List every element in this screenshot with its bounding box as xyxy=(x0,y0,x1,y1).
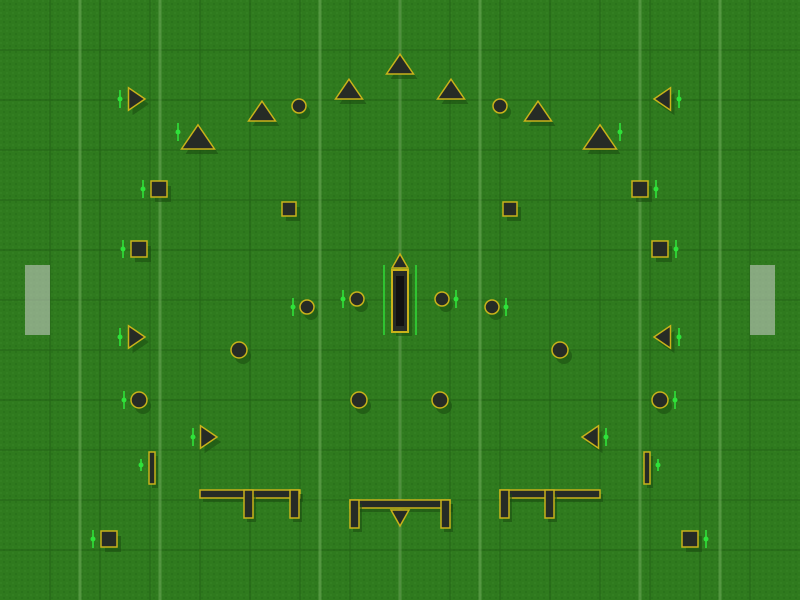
position-marker xyxy=(120,240,126,258)
position-marker xyxy=(117,90,123,108)
position-marker xyxy=(290,298,296,316)
triangle-bunker xyxy=(127,86,149,116)
cylinder-bunker xyxy=(492,98,511,119)
cylinder-bunker xyxy=(230,341,251,364)
bunkers-layer xyxy=(90,52,709,552)
position-marker xyxy=(340,290,346,308)
triangle-bunker xyxy=(652,324,675,354)
position-marker xyxy=(655,459,661,471)
square-bunker xyxy=(502,201,521,221)
snake-bunker-right-post xyxy=(499,489,512,522)
position-marker xyxy=(121,391,127,409)
triangle-bunker xyxy=(385,52,418,79)
left-start-box xyxy=(25,265,50,335)
triangle-bunker xyxy=(127,324,149,354)
square-bunker xyxy=(130,240,151,262)
center-wall-bunker-post xyxy=(440,499,453,532)
position-marker xyxy=(676,328,682,346)
position-marker xyxy=(503,298,509,316)
position-marker xyxy=(140,180,146,198)
position-marker xyxy=(117,328,123,346)
snake-bunker-left-post xyxy=(243,489,256,522)
cylinder-bunker xyxy=(130,391,151,414)
position-marker xyxy=(617,123,623,141)
position-marker xyxy=(672,391,678,409)
snake-bunker-left-post xyxy=(289,489,302,522)
position-marker xyxy=(90,530,96,548)
triangle-bunker xyxy=(523,99,556,126)
cylinder-bunker xyxy=(431,391,452,414)
center-wall-bunker-post xyxy=(349,499,362,532)
triangle-bunker xyxy=(652,86,675,116)
triangle-bunker xyxy=(582,123,621,154)
position-marker xyxy=(175,123,181,141)
cylinder-bunker xyxy=(551,341,572,364)
triangle-bunker xyxy=(247,99,280,126)
square-bunker xyxy=(631,180,652,202)
center-tower-bunker xyxy=(383,252,417,336)
position-marker xyxy=(453,290,459,308)
cylinder-bunker xyxy=(434,291,453,312)
triangle-bunker xyxy=(580,424,603,454)
cylinder-bunker xyxy=(350,391,371,414)
square-bunker xyxy=(100,530,121,552)
square-bunker xyxy=(681,530,702,552)
square-bunker xyxy=(281,201,300,221)
snake-bunker-right-post xyxy=(544,489,557,522)
square-bunker xyxy=(150,180,171,202)
cylinder-bunker xyxy=(484,299,503,320)
triangle-bunker xyxy=(334,77,367,104)
position-marker xyxy=(653,180,659,198)
position-marker xyxy=(703,530,709,548)
cylinder-bunker xyxy=(349,291,368,312)
square-bunker xyxy=(651,240,672,262)
triangle-bunker xyxy=(180,123,219,154)
triangle-bunker xyxy=(436,77,469,104)
cylinder-bunker xyxy=(651,391,672,414)
right-start-box xyxy=(750,265,775,335)
cylinder-bunker xyxy=(299,299,318,320)
center-wall-triangle xyxy=(389,509,411,528)
cylinder-bunker xyxy=(291,98,310,119)
short-wall-bunker xyxy=(148,451,158,488)
position-marker xyxy=(676,90,682,108)
position-marker xyxy=(138,459,144,471)
position-marker xyxy=(673,240,679,258)
position-marker xyxy=(603,428,609,446)
position-marker xyxy=(190,428,196,446)
triangle-bunker xyxy=(199,424,221,454)
short-wall-bunker xyxy=(643,451,653,488)
